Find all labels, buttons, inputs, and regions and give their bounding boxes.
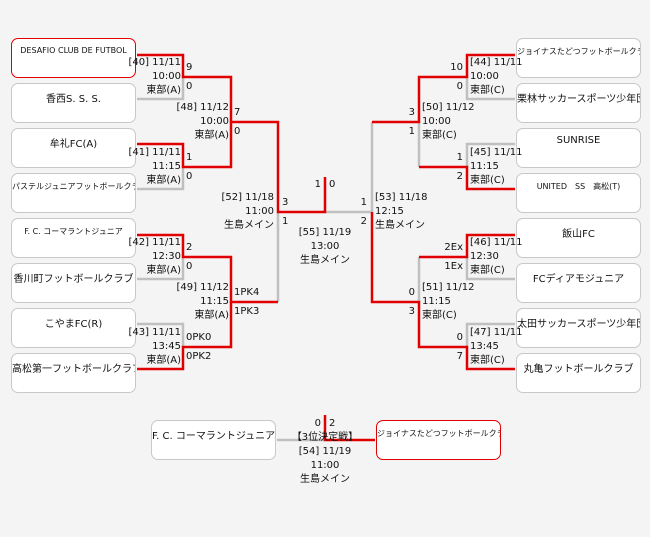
score-bottom: 0 <box>186 81 193 92</box>
team-box-right[interactable]: ジョイナスたどつフットボールクラブ(K) <box>516 38 641 78</box>
match-no: [51] 11/12 <box>422 282 475 293</box>
match-no: [50] 11/12 <box>422 102 475 113</box>
score-top: 2Ex <box>444 242 463 253</box>
third-score-left: 0 <box>314 418 321 429</box>
score-top: 1 <box>186 152 193 163</box>
match-no: [49] 11/12 <box>176 282 229 293</box>
score-bottom: 1Ex <box>444 261 463 272</box>
team-box-left[interactable]: DESAFIO CLUB DE FUTBOL <box>11 38 136 78</box>
match-venue: 東部(A) <box>146 85 181 96</box>
score-top: 3 <box>408 107 415 118</box>
score-bottom: 1 <box>408 126 415 137</box>
match-no: [41] 11/11 <box>128 147 181 158</box>
final-score-left: 1 <box>314 179 321 190</box>
match-venue: 東部(A) <box>194 310 229 321</box>
match-no: [42] 11/11 <box>128 237 181 248</box>
third-place-team-right[interactable]: ジョイナスたどつフットボールクラブ(K) <box>376 420 501 460</box>
match-venue: 東部(C) <box>422 310 457 321</box>
score-top: 1 <box>360 197 367 208</box>
match-time: 11:15 <box>152 161 181 172</box>
team-box-right[interactable]: 太田サッカースポーツ少年団 <box>516 308 641 348</box>
match-time: 13:45 <box>470 341 499 352</box>
team-box-right[interactable]: SUNRISE <box>516 128 641 168</box>
score-top: 3 <box>282 197 289 208</box>
match-time: 12:30 <box>470 251 499 262</box>
match-venue: 生島メイン <box>375 220 425 231</box>
match-no: [40] 11/11 <box>128 57 181 68</box>
match-time: 11:15 <box>422 296 451 307</box>
third-place-title: 【3位決定戦】 <box>291 432 359 443</box>
third-place-venue: 生島メイン <box>300 474 350 485</box>
match-no: [47] 11/11 <box>470 327 523 338</box>
match-no: [52] 11/18 <box>221 192 274 203</box>
match-venue: 東部(C) <box>422 130 457 141</box>
team-box-left[interactable]: 香川町フットボールクラブ <box>11 263 136 303</box>
match-venue: 東部(A) <box>146 175 181 186</box>
score-bottom: 2 <box>456 171 463 182</box>
match-time: 10:00 <box>200 116 229 127</box>
match-time: 11:15 <box>200 296 229 307</box>
score-bottom: 0 <box>186 171 193 182</box>
score-bottom: 3 <box>408 306 415 317</box>
third-place-no: [54] 11/19 <box>298 446 352 457</box>
match-venue: 東部(A) <box>146 355 181 366</box>
team-box-right[interactable]: FCディアモジュニア <box>516 263 641 303</box>
match-time: 13:45 <box>152 341 181 352</box>
match-time: 10:00 <box>470 71 499 82</box>
match-venue: 東部(C) <box>470 355 505 366</box>
match-venue: 東部(A) <box>194 130 229 141</box>
team-box-left[interactable]: こやまFC(R) <box>11 308 136 348</box>
team-box-right[interactable]: 丸亀フットボールクラブ <box>516 353 641 393</box>
final-no: [55] 11/19 <box>298 227 352 238</box>
match-no: [44] 11/11 <box>470 57 523 68</box>
score-top: 7 <box>234 107 241 118</box>
match-no: [46] 11/11 <box>470 237 523 248</box>
team-box-left[interactable]: 牟礼FC(A) <box>11 128 136 168</box>
match-no: [45] 11/11 <box>470 147 523 158</box>
score-bottom: 2 <box>360 216 367 227</box>
score-top: 2 <box>186 242 193 253</box>
score-bottom: 0PK2 <box>186 351 212 362</box>
third-score-right: 2 <box>329 418 336 429</box>
match-time: 12:30 <box>152 251 181 262</box>
score-bottom: 0 <box>234 126 241 137</box>
score-top: 0 <box>408 287 415 298</box>
final-score-right: 0 <box>329 179 336 190</box>
third-place-time: 11:00 <box>310 460 340 471</box>
team-box-left[interactable]: F. C. コーマラントジュニア <box>11 218 136 258</box>
match-no: [53] 11/18 <box>375 192 428 203</box>
final-venue: 生島メイン <box>300 255 350 266</box>
score-top: 0PK0 <box>186 332 212 343</box>
match-no: [43] 11/11 <box>128 327 181 338</box>
score-bottom: 0 <box>186 261 193 272</box>
match-no: [48] 11/12 <box>176 102 229 113</box>
match-venue: 東部(C) <box>470 175 505 186</box>
match-time: 10:00 <box>152 71 181 82</box>
match-venue: 東部(C) <box>470 85 505 96</box>
match-time: 11:15 <box>470 161 499 172</box>
team-box-right[interactable]: 栗林サッカースポーツ少年団 <box>516 83 641 123</box>
third-place-team-left[interactable]: F. C. コーマラントジュニア <box>151 420 276 460</box>
final-time: 13:00 <box>310 241 340 252</box>
score-bottom: 1PK3 <box>234 306 260 317</box>
match-time: 11:00 <box>245 206 274 217</box>
score-bottom: 1 <box>282 216 289 227</box>
team-box-left[interactable]: 高松第一フットボールクラブ <box>11 353 136 393</box>
score-top: 1PK4 <box>234 287 260 298</box>
team-box-right[interactable]: 飯山FC <box>516 218 641 258</box>
score-top: 9 <box>186 62 193 73</box>
match-venue: 生島メイン <box>224 220 274 231</box>
match-time: 10:00 <box>422 116 451 127</box>
team-box-left[interactable]: パステルジュニアフットボールクラブ <box>11 173 136 213</box>
score-bottom: 0 <box>456 81 463 92</box>
team-box-left[interactable]: 香西S. S. S. <box>11 83 136 123</box>
score-bottom: 7 <box>456 351 463 362</box>
match-venue: 東部(C) <box>470 265 505 276</box>
score-top: 10 <box>450 62 463 73</box>
score-top: 0 <box>456 332 463 343</box>
match-time: 12:15 <box>375 206 404 217</box>
score-top: 1 <box>456 152 463 163</box>
team-box-right[interactable]: UNITED SS 高松(T) <box>516 173 641 213</box>
match-venue: 東部(A) <box>146 265 181 276</box>
